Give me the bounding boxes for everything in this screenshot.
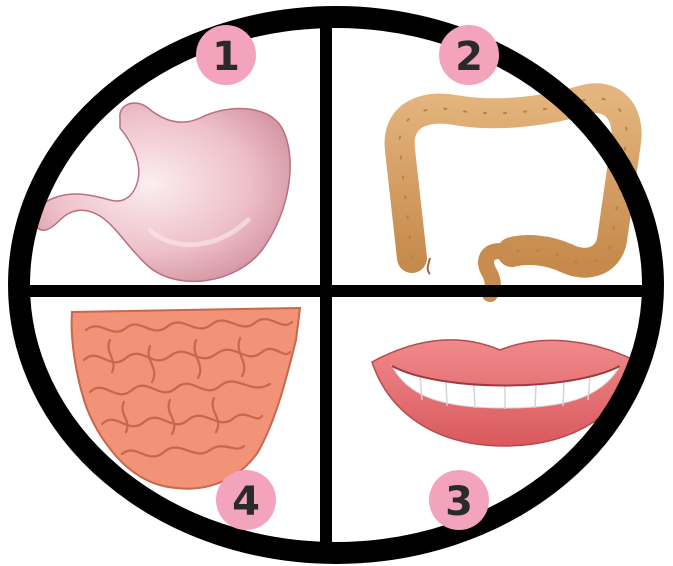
badge-small-intestine: 4 [216, 470, 276, 530]
badge-large-intestine: 2 [439, 25, 499, 85]
badge-label: 1 [212, 34, 240, 80]
badge-stomach: 1 [196, 25, 256, 85]
badge-label: 3 [445, 479, 473, 525]
badge-label: 2 [455, 34, 483, 80]
badge-label: 4 [232, 479, 260, 525]
badge-mouth: 3 [429, 470, 489, 530]
